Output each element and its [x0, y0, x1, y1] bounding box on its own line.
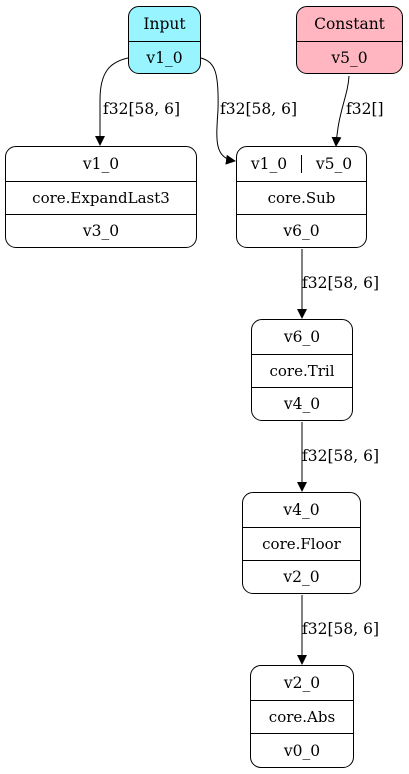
- edge-input-to-expand: [95, 57, 129, 146]
- expand-node-op: core.ExpandLast3: [6, 181, 196, 214]
- edge-label-input-to-expand: f32[58, 6]: [103, 100, 180, 118]
- edge-label-input-to-sub: f32[58, 6]: [220, 100, 297, 118]
- edge-label-constant-to-sub: f32[]: [346, 100, 384, 118]
- floor-node-op: core.Floor: [243, 527, 360, 560]
- expand-node-input: v1_0: [82, 155, 120, 173]
- constant-node-value: v5_0: [297, 41, 402, 73]
- expand-last3-node[interactable]: v1_0 core.ExpandLast3 v3_0: [5, 146, 197, 248]
- input-node-value: v1_0: [129, 41, 200, 73]
- edge-label-sub-to-tril: f32[58, 6]: [302, 274, 379, 292]
- tril-node[interactable]: v6_0 core.Tril v4_0: [251, 319, 353, 421]
- abs-node-input: v2_0: [283, 674, 321, 692]
- sub-node-input-b: v5_0: [301, 155, 366, 173]
- floor-node-output: v2_0: [243, 560, 360, 593]
- floor-node-input: v4_0: [283, 501, 320, 519]
- tril-node-output: v4_0: [252, 387, 352, 420]
- expand-node-output: v3_0: [6, 214, 196, 247]
- input-node[interactable]: Input v1_0: [128, 6, 201, 74]
- constant-node[interactable]: Constant v5_0: [296, 6, 403, 74]
- abs-node[interactable]: v2_0 core.Abs v0_0: [250, 665, 354, 768]
- floor-node[interactable]: v4_0 core.Floor v2_0: [242, 492, 361, 594]
- abs-node-output: v0_0: [251, 733, 353, 767]
- sub-node-output: v6_0: [237, 214, 366, 247]
- sub-node-op: core.Sub: [237, 181, 366, 214]
- edge-constant-to-sub: [331, 75, 350, 147]
- constant-node-title: Constant: [314, 15, 385, 33]
- tril-node-op: core.Tril: [252, 354, 352, 387]
- edge-label-floor-to-abs: f32[58, 6]: [302, 620, 379, 638]
- abs-node-op: core.Abs: [251, 700, 353, 733]
- edge-label-tril-to-floor: f32[58, 6]: [302, 447, 379, 465]
- sub-node-input-a: v1_0: [250, 155, 288, 173]
- input-node-title: Input: [143, 15, 186, 33]
- edge-input-to-sub: [200, 57, 236, 165]
- sub-node[interactable]: v1_0 v5_0 core.Sub v6_0: [236, 146, 367, 248]
- tril-node-input: v6_0: [283, 328, 321, 346]
